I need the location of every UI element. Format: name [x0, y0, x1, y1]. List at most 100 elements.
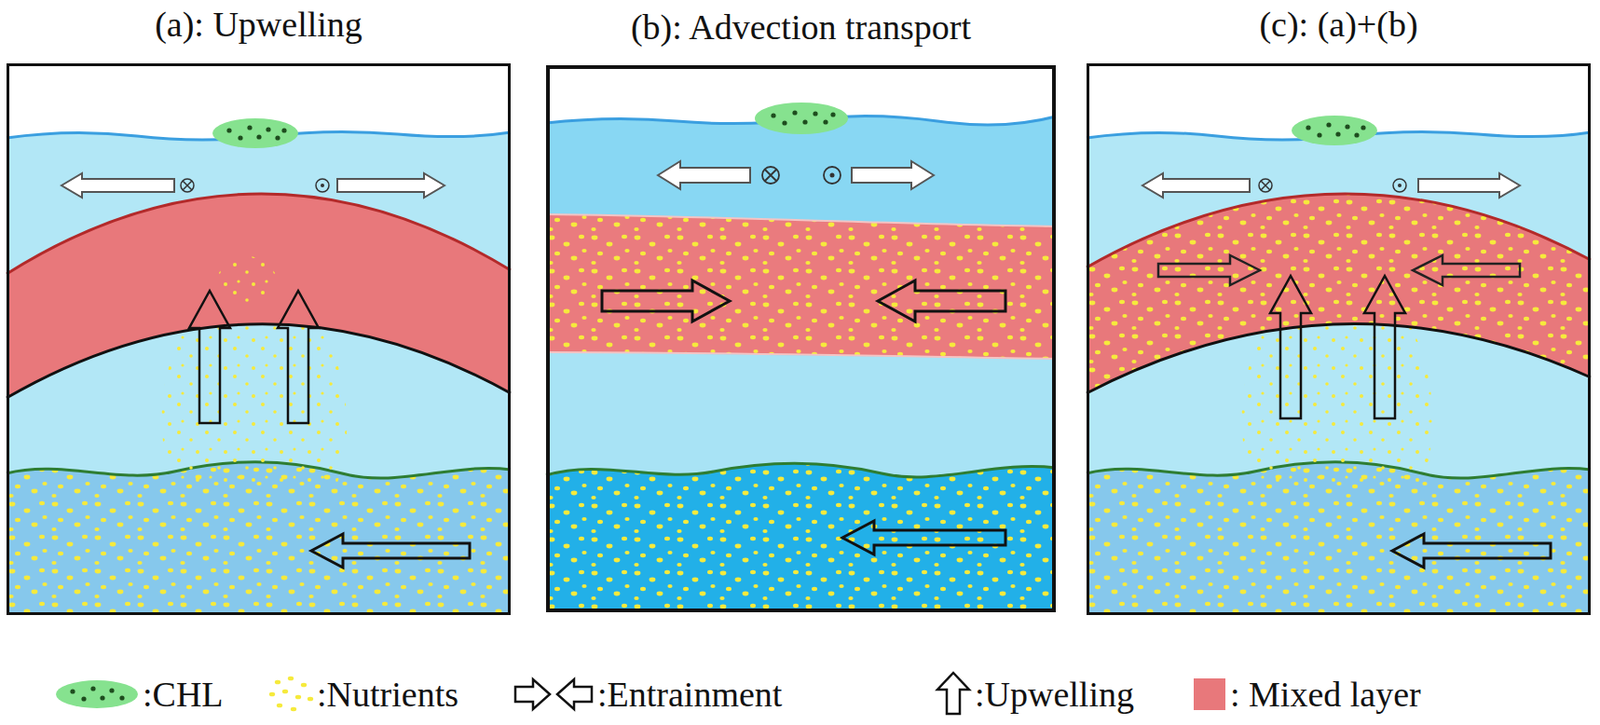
chl-ellipse — [1291, 115, 1378, 146]
upwelling-arrow — [189, 290, 231, 424]
entrainment-arrow — [1412, 255, 1520, 286]
chl-dot — [770, 112, 776, 118]
legend-chl-sample — [55, 680, 138, 709]
deep-nutrients — [1086, 462, 1591, 616]
mixed-nutrients — [1086, 193, 1591, 394]
surface-current-arrow — [1418, 173, 1520, 198]
chl-dot — [1360, 124, 1366, 130]
entrainment-arrow — [1158, 255, 1260, 286]
mixed-nutrients — [217, 256, 277, 309]
panel-title: (a): Upwelling — [0, 2, 527, 46]
legend-entrainment-arrow — [515, 679, 550, 710]
chl-dot — [226, 127, 232, 133]
nutrient-dot — [274, 680, 281, 685]
chl-dot — [781, 120, 787, 125]
chl-patch — [212, 118, 299, 149]
symbol-ring — [762, 166, 780, 184]
mixed-layer-bottom — [6, 324, 511, 398]
sea-water — [6, 131, 511, 616]
chl-dot — [69, 688, 75, 694]
into-page-symbol — [180, 178, 194, 192]
sky-area — [6, 63, 511, 616]
legend-upwelling-arrow — [937, 672, 970, 714]
out-of-page-symbol — [315, 178, 329, 192]
surface-current-arrow — [851, 161, 934, 190]
panel-title: (b): Advection transport — [531, 5, 1071, 49]
deep-current-arrow — [311, 533, 470, 568]
entrainment-arrow — [877, 280, 1006, 322]
mixed-layer-bottom — [1086, 323, 1591, 394]
chl-dot — [1344, 123, 1350, 129]
chl-dot — [281, 127, 287, 133]
symbol-ring — [823, 166, 841, 184]
into-page-symbol — [762, 166, 780, 184]
symbol-ring — [315, 178, 329, 192]
nutricline — [546, 463, 1056, 478]
nutrient-dot — [276, 703, 283, 709]
nutrient-dot — [295, 695, 301, 700]
chl-dot — [802, 119, 807, 124]
symbol-dot — [830, 173, 835, 178]
chl-dot — [109, 687, 114, 693]
upwelling-panel-art — [6, 63, 511, 616]
chl-dot — [1305, 124, 1311, 130]
chl-dot — [1326, 122, 1331, 127]
chl-patch — [754, 102, 848, 135]
symbol-dot — [320, 183, 325, 188]
mixed-nutrients — [546, 214, 1056, 359]
sky-area — [1086, 63, 1591, 616]
deep-nutrients — [546, 463, 1056, 613]
upwelling-arrow — [1270, 275, 1312, 419]
chl-dot — [119, 695, 124, 700]
mixed-layer — [1086, 193, 1591, 394]
chl-dot — [1335, 131, 1341, 137]
symbol-ring — [180, 178, 194, 192]
symbol-ring — [1258, 178, 1272, 192]
deep-water — [546, 463, 1056, 613]
symbol-cross — [182, 180, 192, 191]
legend-label: :Upwelling — [974, 675, 1135, 713]
mixed-layer — [546, 214, 1056, 359]
chl-dot — [792, 109, 797, 115]
chl-dot — [99, 695, 105, 700]
chl-dot — [81, 696, 86, 701]
mixed-layer-bottom — [546, 352, 1056, 359]
sub-mixed-water — [546, 352, 1056, 613]
chl-patch — [1291, 115, 1378, 146]
deep-water — [6, 462, 511, 616]
nutrient-dot — [290, 707, 297, 712]
upwelled-nutrients — [161, 307, 347, 483]
deep-water — [1086, 462, 1591, 616]
upwelling-arrow — [277, 290, 319, 424]
into-page-symbol — [1258, 178, 1272, 192]
upwelling-arrow — [1364, 275, 1406, 419]
mixed-layer-top — [1086, 193, 1591, 268]
legend-label: :CHL — [142, 675, 224, 713]
chl-dot — [812, 110, 818, 116]
sea-water — [546, 115, 1056, 613]
chl-ellipse — [754, 102, 848, 135]
panel-box: (c): (a)+(b) — [1086, 63, 1591, 616]
chl-dot — [90, 685, 96, 691]
nutrient-dot — [307, 697, 314, 702]
symbol-cross — [1260, 180, 1271, 191]
chl-ellipse — [212, 118, 299, 149]
chl-dot — [830, 111, 835, 117]
legend-entrainment-arrow — [557, 679, 592, 710]
deep-current-arrow — [1392, 533, 1551, 568]
chl-dot — [246, 124, 252, 130]
out-of-page-symbol — [1393, 178, 1407, 192]
chl-dot — [256, 134, 261, 139]
legend-swatch — [1193, 678, 1226, 711]
legend-nutrient-sample — [269, 676, 314, 712]
chl-dot — [265, 126, 271, 132]
surface-current-arrow — [657, 161, 751, 190]
combined-panel-art — [1086, 63, 1591, 616]
panel-title: (c): (a)+(b) — [1070, 2, 1600, 46]
legend-label: :Entrainment — [597, 675, 782, 713]
nutrient-dot — [300, 683, 307, 688]
legend-label: : Mixed layer — [1230, 675, 1422, 713]
